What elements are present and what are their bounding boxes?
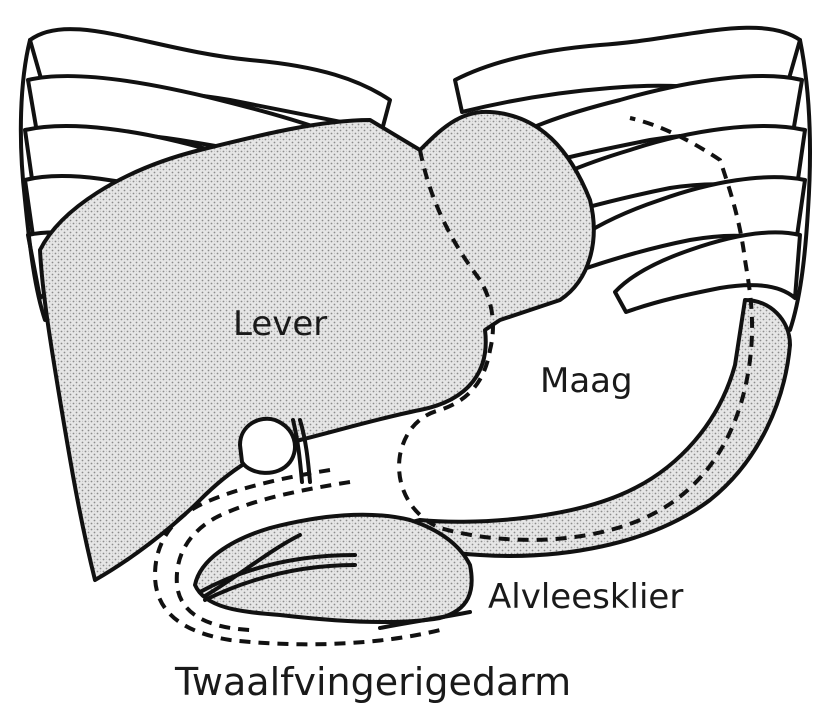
- stomach-label: Maag: [540, 361, 633, 401]
- liver-label: Lever: [233, 304, 327, 344]
- duodenum-label: Twaalfvingerigedarm: [174, 660, 571, 704]
- pancreas-shape: [195, 515, 472, 622]
- liver-shape: [40, 112, 594, 580]
- pancreas-label: Alvleesklier: [488, 577, 683, 617]
